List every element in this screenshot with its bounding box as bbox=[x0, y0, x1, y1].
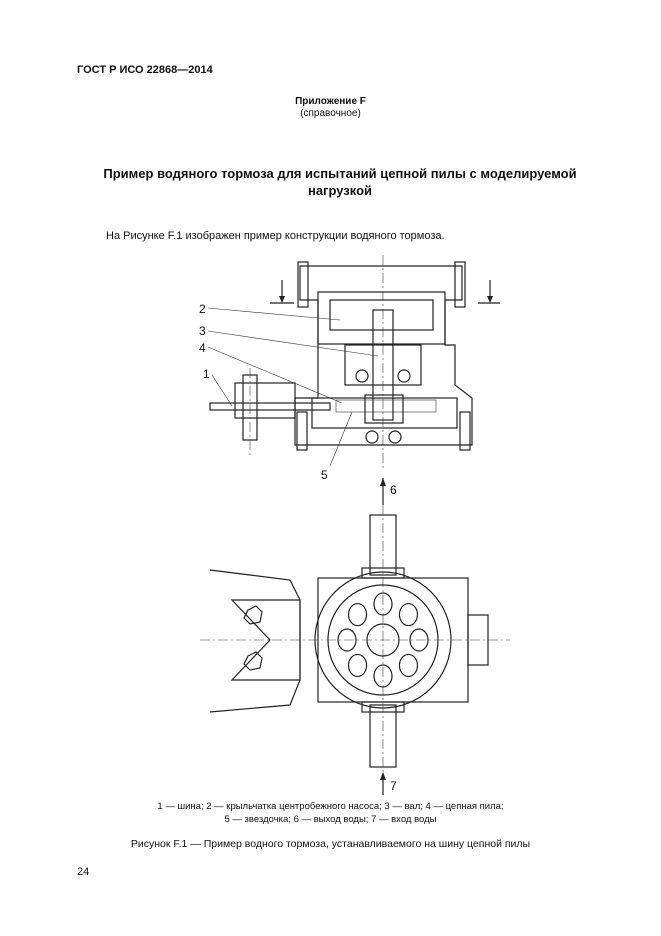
label-2: 2 bbox=[199, 302, 206, 316]
annex-subtitle: (справочное) bbox=[300, 108, 361, 119]
label-4: 4 bbox=[199, 341, 206, 355]
impeller-hole bbox=[409, 628, 429, 652]
label-1: 1 bbox=[203, 367, 210, 381]
impeller-hole bbox=[398, 602, 419, 627]
impeller-hole bbox=[337, 628, 357, 652]
plan-view: 6 7 bbox=[200, 478, 510, 795]
figure-legend-line-2: 5 — звездочка; 6 — выход воды; 7 — вход … bbox=[224, 814, 437, 825]
label-5: 5 bbox=[321, 468, 328, 482]
impeller-hole bbox=[398, 653, 419, 678]
figure-legend-line-1: 1 — шина; 2 — крыльчатка центробежного н… bbox=[157, 801, 504, 812]
label-3: 3 bbox=[199, 324, 206, 338]
annex-title: Приложение F bbox=[295, 96, 366, 107]
document-header: ГОСТ Р ИСО 22868—2014 bbox=[77, 64, 213, 76]
section-view: 2 3 4 1 5 bbox=[199, 255, 500, 482]
intro-paragraph: На Рисунке F.1 изображен пример конструк… bbox=[106, 230, 445, 242]
page-number: 24 bbox=[77, 866, 90, 878]
label-6: 6 bbox=[390, 483, 397, 497]
figure-caption: Рисунок F.1 — Пример водного тормоза, ус… bbox=[130, 838, 531, 850]
label-7: 7 bbox=[390, 779, 397, 793]
impeller-hole bbox=[347, 602, 368, 627]
impeller-hole bbox=[347, 653, 368, 678]
section-title: Пример водяного тормоза для испытаний це… bbox=[103, 166, 577, 198]
